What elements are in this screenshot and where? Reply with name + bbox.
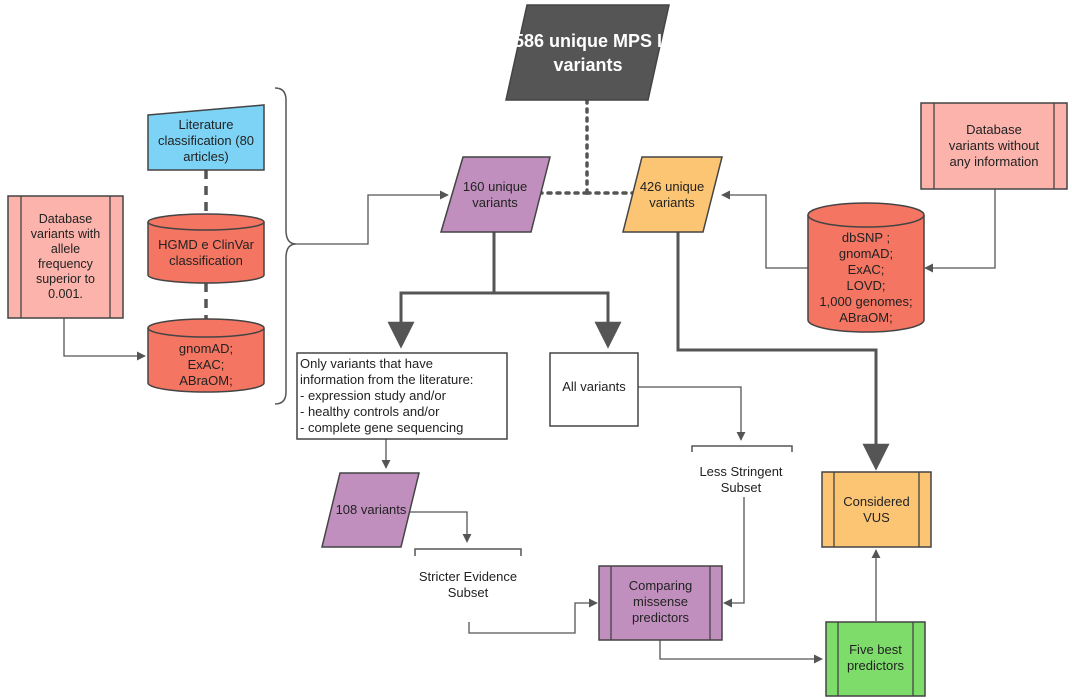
arrow-noinfo-to-databases xyxy=(924,189,996,273)
arrow-lessstringent-to-comparing xyxy=(723,497,745,608)
arrow-160-split xyxy=(387,232,496,349)
node-literature-shape xyxy=(147,104,265,171)
bracket-stricter-bottom xyxy=(468,598,598,634)
node-all-variants-shape xyxy=(549,352,639,427)
arrow-dballele-to-gnomad xyxy=(63,318,146,361)
title-node-shape xyxy=(505,4,670,101)
node-hgmd-shape xyxy=(147,213,265,284)
arrow-108-to-bracket xyxy=(409,511,472,543)
arrow-160-to-all xyxy=(494,291,622,349)
arrow-databases-to-426 xyxy=(721,190,808,269)
arrow-brace-to-160 xyxy=(296,190,449,245)
node-426-shape xyxy=(622,156,723,233)
node-only-literature-shape xyxy=(296,352,508,440)
node-noinfo-shape xyxy=(920,102,1068,190)
node-vus-shape xyxy=(821,471,932,548)
node-gnomad-left-shape xyxy=(147,318,265,393)
arrow-comparing-to-fivebest xyxy=(659,640,823,664)
node-108-shape xyxy=(321,472,420,548)
bracket-stricter xyxy=(414,548,522,556)
arrow-426-to-vus xyxy=(676,232,890,471)
node-fivebest-shape xyxy=(825,621,926,697)
node-dballele-shape xyxy=(7,195,124,319)
node-comparing-shape xyxy=(598,565,723,641)
node-databases-right-shape xyxy=(807,202,925,333)
curly-brace xyxy=(274,87,297,405)
node-160-shape xyxy=(439,156,551,233)
arrow-all-to-bracket xyxy=(638,386,746,441)
bracket-less-stringent xyxy=(691,445,793,452)
connectors xyxy=(63,87,996,664)
